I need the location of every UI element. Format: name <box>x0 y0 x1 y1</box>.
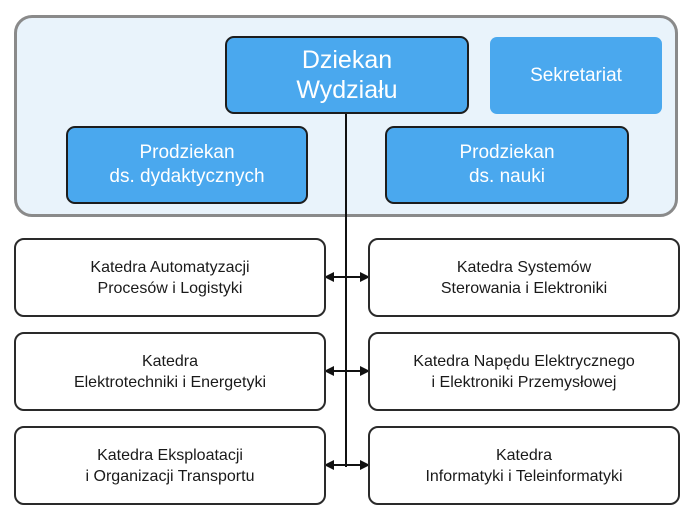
department-box: Katedra Informatyki i Teleinformatyki <box>368 426 680 505</box>
dean-box: Dziekan Wydziału <box>225 36 469 114</box>
vice-dean-teaching-box: Prodziekan ds. dydaktycznych <box>66 126 308 204</box>
department-box: Katedra Elektrotechniki i Energetyki <box>14 332 326 411</box>
department-box: Katedra Systemów Sterowania i Elektronik… <box>368 238 680 317</box>
department-box: Katedra Eksploatacji i Organizacji Trans… <box>14 426 326 505</box>
vice-dean-research-box: Prodziekan ds. nauki <box>385 126 629 204</box>
secretariat-box: Sekretariat <box>490 37 662 114</box>
department-box: Katedra Napędu Elektrycznego i Elektroni… <box>368 332 680 411</box>
department-box: Katedra Automatyzacji Procesów i Logisty… <box>14 238 326 317</box>
